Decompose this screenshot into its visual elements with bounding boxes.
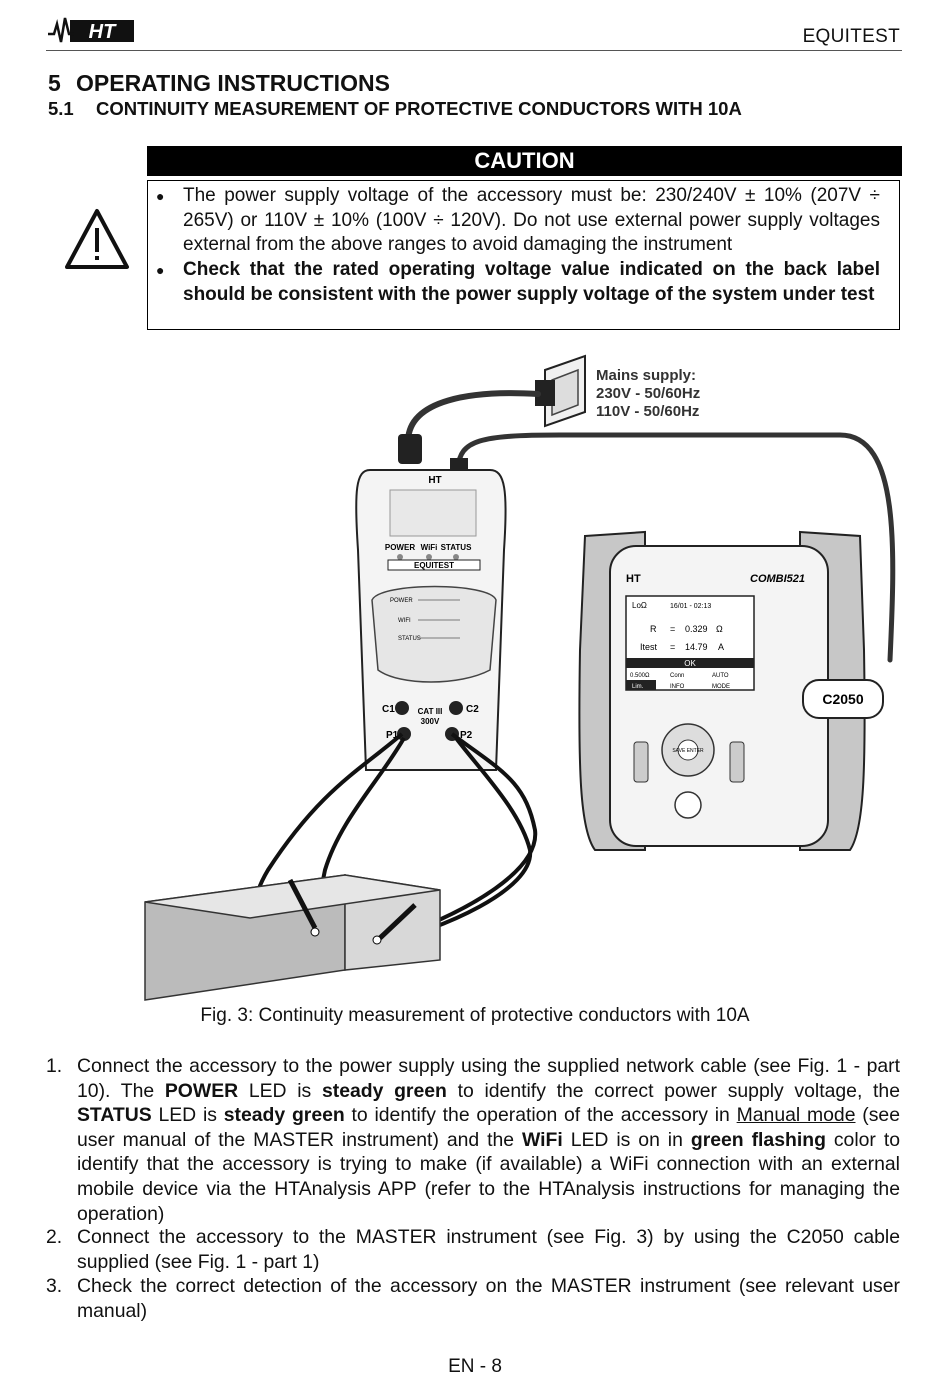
- bold-text: steady green: [321, 1079, 447, 1102]
- combi521-master: HT COMBI521 LoΩ 16/01 - 02:13 R = 0.329 …: [578, 530, 866, 851]
- bold-text: STATUS: [77, 1104, 152, 1127]
- equitest-accessory: HT POWER WiFi STATUS EQUITEST POWER WIFI…: [355, 469, 507, 771]
- screen-r-label: R: [650, 624, 657, 634]
- step-text-run: LED is: [151, 1104, 224, 1127]
- c2050-cable: [455, 432, 896, 663]
- legend-power: POWER: [390, 598, 413, 604]
- step-text-run: color to identify that the accessory is …: [77, 1128, 900, 1225]
- terminal-c2: C2: [466, 704, 479, 715]
- header-divider: [46, 50, 902, 51]
- section-number: 5: [48, 70, 61, 96]
- master-screen: [625, 595, 755, 691]
- terminal-p1: P1: [386, 730, 399, 741]
- led-label-status: STATUS: [441, 543, 472, 552]
- logo-text: HT: [89, 21, 117, 43]
- master-brand: HT: [626, 573, 641, 585]
- master-model: COMBI521: [750, 573, 805, 585]
- save-enter-key: SAVE ENTER: [672, 748, 704, 754]
- subsection-number: 5.1: [48, 98, 74, 119]
- bullet-icon: ●: [156, 188, 165, 204]
- step-text: Connect the accessory to the MASTER inst…: [77, 1225, 900, 1274]
- screen-i-unit: A: [718, 642, 724, 652]
- caution-title: CAUTION: [147, 146, 902, 176]
- led-label-wifi: WiFi: [421, 543, 438, 552]
- step-text-run: Connect the accessory to the power suppl…: [77, 1055, 900, 1102]
- step-text-run: to identify the correct power supply vol…: [446, 1079, 900, 1102]
- screen-mode: LoΩ: [632, 601, 647, 610]
- screen-r-eq: =: [670, 624, 675, 634]
- ht-logo: HT: [48, 17, 134, 43]
- step-number: 1.: [46, 1055, 63, 1077]
- warning-triangle-icon: [65, 209, 129, 269]
- screen-r-value: 0.329: [685, 624, 708, 634]
- section-title: 5 OPERATING INSTRUCTIONS: [48, 70, 390, 97]
- caution-item: Check that the rated operating voltage v…: [183, 259, 880, 305]
- legend-status: STATUS: [398, 636, 421, 642]
- screen-date: 16/01 - 02:13: [670, 603, 711, 610]
- accessory-brand: HT: [428, 475, 441, 486]
- bold-text: steady green: [223, 1104, 345, 1127]
- c2050-adapter: [802, 679, 884, 719]
- step-text-run: LED is: [238, 1079, 322, 1102]
- screen-status: OK: [684, 659, 696, 668]
- underlined-text: Manual mode: [736, 1104, 856, 1127]
- screen-mode-key: MODE: [712, 684, 730, 690]
- c2050-label: C2050: [822, 691, 863, 707]
- caution-box: [147, 180, 900, 330]
- subsection-title-text: CONTINUITY MEASUREMENT OF PROTECTIVE CON…: [96, 98, 742, 119]
- accessory-name: EQUITEST: [414, 561, 454, 570]
- screen-conn: Conn: [670, 673, 684, 679]
- screen-r-unit: Ω: [716, 624, 723, 634]
- wall-socket-icon: [535, 354, 586, 428]
- terminal-c1: C1: [382, 704, 395, 715]
- step-text-run: (see user manual of the MASTER instrumen…: [77, 1104, 900, 1151]
- screen-limit-value: 0.500Ω: [630, 673, 650, 679]
- cat-voltage: 300V: [421, 717, 440, 726]
- terminal-p2: P2: [460, 730, 473, 741]
- screen-auto: AUTO: [712, 673, 729, 679]
- mains-title: Mains supply:: [596, 367, 696, 384]
- step-text-run: LED is on in: [562, 1128, 691, 1151]
- bullet-icon: ●: [156, 262, 165, 278]
- screen-info: INFO: [670, 684, 685, 690]
- step-text-run: Check the correct detection of the acces…: [77, 1275, 900, 1322]
- legend-wifi: WIFI: [398, 618, 411, 624]
- subsection-title: 5.1 CONTINUITY MEASUREMENT OF PROTECTIVE …: [48, 98, 742, 120]
- probe-clip-right: [378, 903, 417, 940]
- screen-i-label: Itest: [640, 642, 658, 652]
- step-text-run: to identify the operation of the accesso…: [344, 1104, 737, 1127]
- screen-i-eq: =: [670, 642, 675, 652]
- section-title-text: OPERATING INSTRUCTIONS: [76, 70, 390, 96]
- mains-voltage-1: 230V - 50/60Hz: [596, 385, 700, 402]
- power-cable: [405, 390, 541, 443]
- caution-item: The power supply voltage of the accessor…: [183, 185, 880, 256]
- bold-text: POWER: [164, 1079, 239, 1102]
- screen-lim: Lim.: [632, 684, 644, 690]
- step-text: Check the correct detection of the acces…: [77, 1274, 900, 1323]
- header-product-name: EQUITEST: [802, 26, 900, 47]
- step-number: 3.: [46, 1275, 63, 1297]
- bold-text: green flashing: [690, 1128, 826, 1151]
- page-number: EN - 8: [448, 1356, 502, 1377]
- led-label-power: POWER: [385, 543, 415, 552]
- step-text: Connect the accessory to the power suppl…: [77, 1054, 900, 1226]
- screen-i-value: 14.79: [685, 642, 708, 652]
- figure-caption: Fig. 3: Continuity measurement of protec…: [200, 1005, 750, 1026]
- step-text-run: Connect the accessory to the MASTER inst…: [77, 1226, 900, 1273]
- connection-diagram: Mains supply: 230V - 50/60Hz 110V - 50/6…: [144, 354, 896, 1001]
- metal-structure: [144, 874, 441, 1001]
- power-button-icon: [674, 791, 702, 819]
- step-number: 2.: [46, 1226, 63, 1248]
- bold-text: WiFi: [522, 1128, 563, 1151]
- cat-rating: CAT III: [418, 707, 443, 716]
- probe-clip-left: [287, 878, 318, 930]
- mains-voltage-2: 110V - 50/60Hz: [596, 403, 699, 420]
- power-plug: [398, 434, 422, 464]
